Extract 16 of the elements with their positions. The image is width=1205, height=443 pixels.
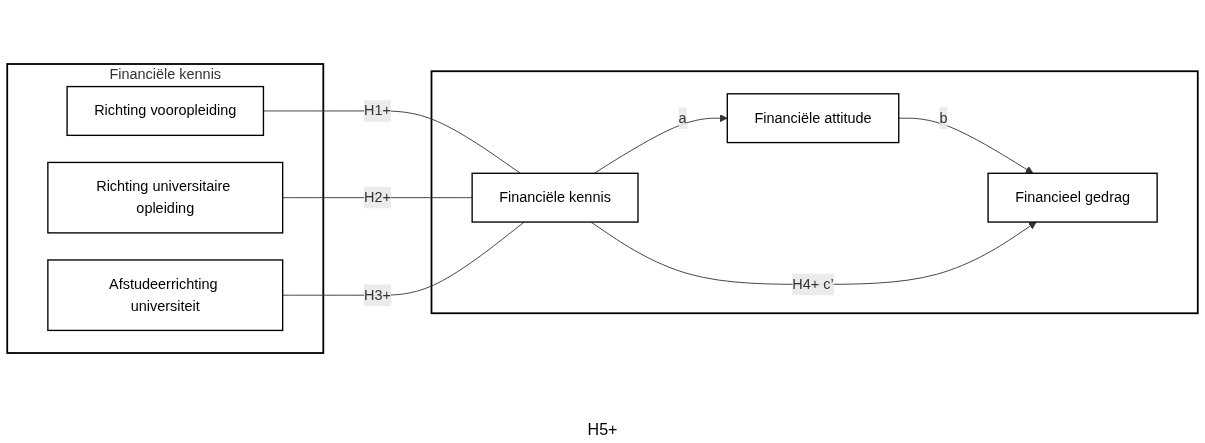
hypothesis-label: H5+ bbox=[587, 421, 618, 439]
connector bbox=[263, 110, 521, 174]
edge-label: H4+ c’ bbox=[792, 276, 834, 292]
edge-label: H3+ bbox=[363, 287, 391, 303]
node-box: Financieel gedrag bbox=[987, 172, 1158, 223]
edge-label: H2+ bbox=[363, 189, 391, 205]
node-box: Financiële kennis bbox=[471, 172, 639, 223]
edge-label: a bbox=[678, 110, 687, 126]
node-box: Afstudeerrichting universiteit bbox=[47, 259, 284, 332]
node-box: Richting vooropleiding bbox=[66, 85, 265, 137]
cluster bbox=[430, 70, 1199, 315]
connector bbox=[282, 221, 525, 296]
edge-label: H1+ bbox=[363, 102, 391, 119]
node-box: Richting universitaire opleiding bbox=[47, 161, 284, 234]
node-box: Financiële attitude bbox=[726, 93, 900, 144]
edge-label: b bbox=[939, 110, 948, 126]
